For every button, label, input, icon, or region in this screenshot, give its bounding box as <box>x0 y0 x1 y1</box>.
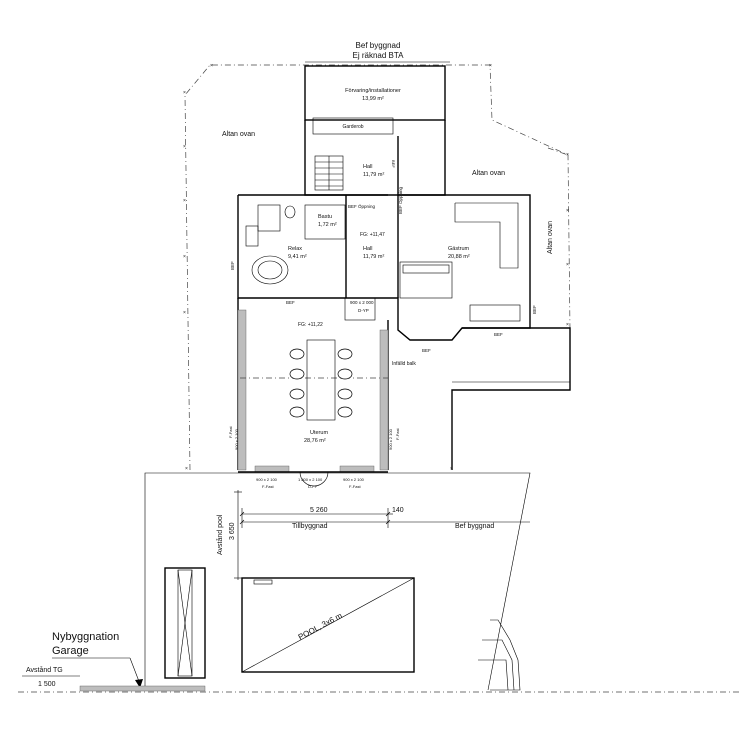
sauna-area: 1,72 m² <box>318 222 337 228</box>
door-dyp-size: 900 x 2 000 <box>350 300 374 305</box>
svg-text:×: × <box>183 90 186 96</box>
avstand-tg-label: Avstånd TG <box>26 666 63 674</box>
door-swing <box>299 471 329 487</box>
guest-room-area: 20,88 m² <box>448 254 470 260</box>
svg-text:×: × <box>450 466 453 472</box>
bef-label-d: BEF <box>494 332 503 337</box>
hall-upper-name: Hall <box>363 164 372 170</box>
svg-text:×: × <box>183 144 186 150</box>
window-right-code: F-Fast <box>395 428 400 440</box>
conservatory-walls <box>237 298 389 473</box>
svg-text:×: × <box>183 198 186 204</box>
conservatory-name: Uterum <box>310 430 328 436</box>
guest-room-furniture <box>399 202 521 322</box>
guest-room-name: Gästrum <box>448 246 470 252</box>
bef-byggnad-dim-label: Bef byggnad <box>455 523 494 530</box>
svg-text:×: × <box>566 208 569 214</box>
svg-text:×: × <box>566 152 569 158</box>
garage-wall <box>79 685 206 692</box>
tg-value: 1 500 <box>38 681 56 688</box>
infalld-balk-label: Infälld balk <box>392 361 416 367</box>
garage-arrow-head <box>135 679 143 688</box>
bef-small-label: BEF <box>391 160 396 168</box>
window-bl-code: F-Fast <box>262 484 274 489</box>
svg-text:×: × <box>183 310 186 316</box>
svg-text:×: × <box>489 63 492 69</box>
bef-label-a: BEF <box>230 261 235 270</box>
hall-upper-wall <box>304 120 388 196</box>
avstand-pool-label: Avstånd pool <box>216 514 224 555</box>
pool-label: POOL, 3x6 m <box>297 611 344 642</box>
wardrobe-name: Garderob <box>342 124 363 130</box>
window-br-code: F-Fast <box>349 484 361 489</box>
relax-name: Relax <box>288 246 302 252</box>
dining-table <box>289 339 353 421</box>
tillbyggnad-label: Tillbyggnad <box>292 523 328 530</box>
lower-building-wall <box>237 194 531 341</box>
outdoor-steps <box>478 619 521 691</box>
bef-label-e: BEF <box>532 305 537 314</box>
svg-text:×: × <box>185 466 188 472</box>
pool-cover <box>164 567 206 679</box>
bef-label-c: BEF <box>422 348 431 353</box>
pool-edge-top <box>253 579 273 585</box>
storage-room-area: 13,99 m² <box>362 96 384 102</box>
relax-area: 9,41 m² <box>288 254 307 260</box>
hall-mid-area: 11,79 m² <box>363 254 384 260</box>
door-center-size: 1 800 x 2 100 <box>298 477 323 482</box>
header-line2: Ej räknad BTA <box>353 51 405 60</box>
fg-label-2: FG: +11,22 <box>298 322 323 328</box>
bef-oppning-label-1: BEF Öppning <box>348 203 376 209</box>
hall-mid-name: Hall <box>363 246 372 252</box>
altan-mid-label: Altan ovan <box>472 170 505 177</box>
hall-upper-area: 11,79 m² <box>363 172 384 178</box>
conservatory-area: 28,76 m² <box>304 438 326 444</box>
dimension-lines <box>234 490 530 580</box>
door-dyp <box>344 297 376 321</box>
storage-room-wall <box>304 65 446 121</box>
window-br-size: 900 x 2 100 <box>343 477 365 482</box>
sauna-room <box>304 204 346 240</box>
garage-line1: Nybyggnation <box>52 631 119 643</box>
window-left-size: 900 x 2 100 <box>234 428 239 450</box>
survey-markers: × × × × × × × × × × × × × <box>183 63 569 472</box>
window-right-size: 900 x 2 100 <box>388 428 393 450</box>
storage-room-name: Förvaring/installationer <box>345 88 401 94</box>
altan-right-label: Altan ovan <box>547 221 554 254</box>
wardrobe <box>312 117 394 135</box>
site-boundary <box>144 472 531 691</box>
width-main-dim: 5 260 <box>310 507 328 514</box>
existing-building-outline <box>184 64 571 471</box>
svg-text:×: × <box>566 262 569 268</box>
bef-label-b: BEF <box>286 300 295 305</box>
existing-right-terrace <box>451 327 571 470</box>
door-center-code: D-FP <box>308 484 318 489</box>
pool <box>241 577 415 673</box>
svg-text:×: × <box>566 322 569 328</box>
pool-depth-dim: 3 650 <box>229 522 236 540</box>
altan-left-label: Altan ovan <box>222 131 255 138</box>
window-bl-size: 900 x 2 100 <box>256 477 278 482</box>
svg-text:×: × <box>210 63 213 69</box>
hall-upper-right-wall <box>397 120 446 196</box>
header-line1: Bef byggnad <box>356 41 401 50</box>
staircase <box>314 155 344 191</box>
fg-label-1: FG: +11,47 <box>360 232 385 238</box>
bathroom-fixtures <box>245 204 296 285</box>
sauna-name: Bastu <box>318 214 332 220</box>
existing-building-outline-right <box>547 147 569 156</box>
garage-line2: Garage <box>52 645 89 657</box>
svg-text:×: × <box>183 254 186 260</box>
pool-diagonal <box>241 577 415 673</box>
door-dyp-code: D-YP <box>358 308 369 313</box>
bef-oppning-label-2: BEF Öppning <box>397 186 403 214</box>
width-side-dim: 140 <box>392 507 404 514</box>
window-left-code: F-Fast <box>228 426 233 438</box>
